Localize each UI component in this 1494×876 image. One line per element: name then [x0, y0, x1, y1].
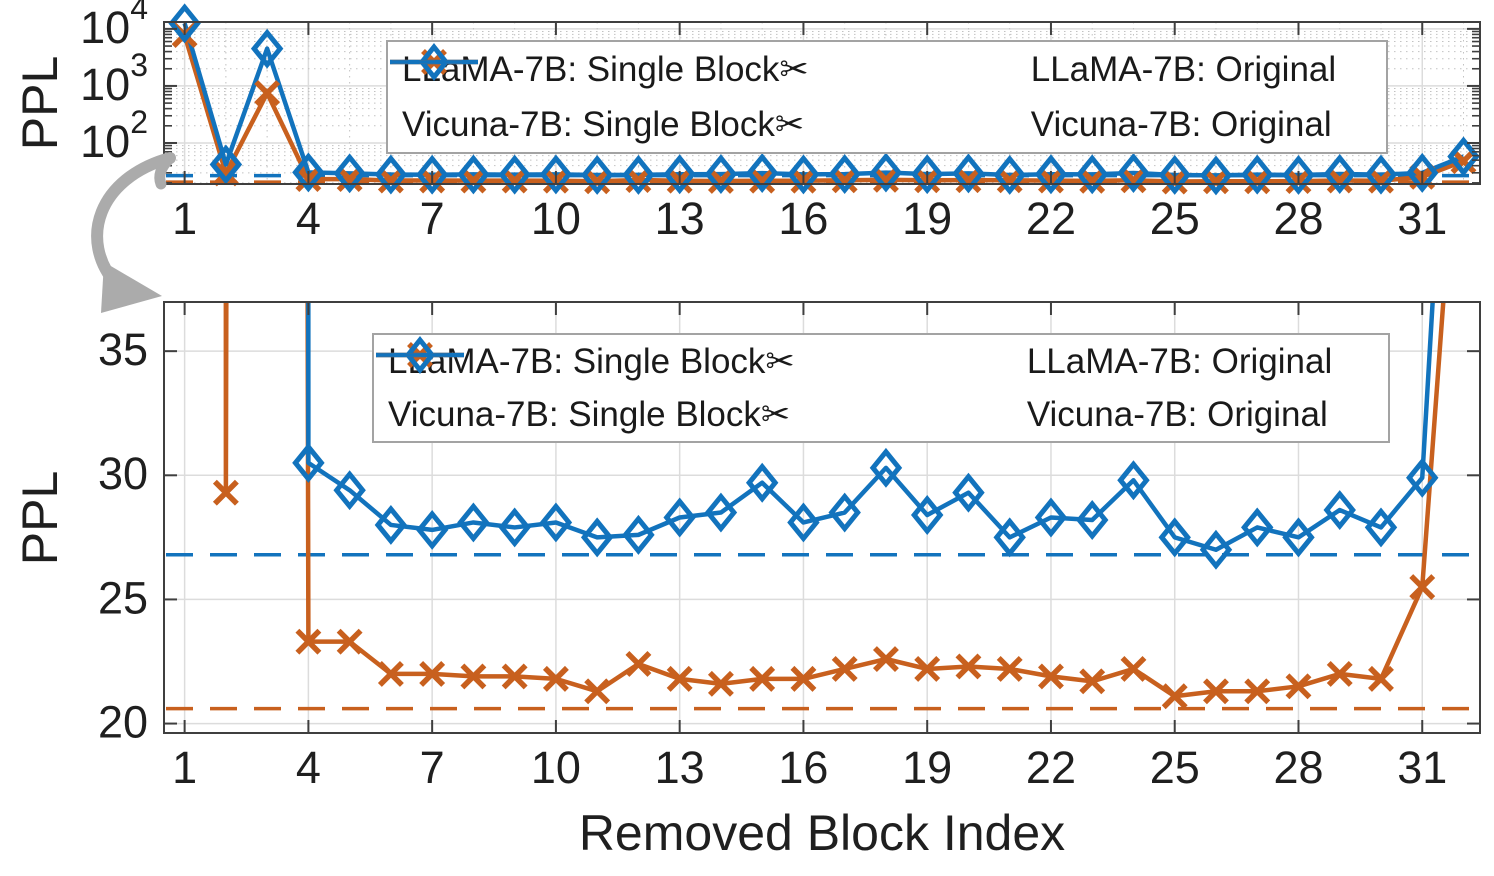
x-tick-label: 25 [1150, 193, 1200, 244]
legend-label: Vicuna-7B: Original [1030, 104, 1332, 144]
x-tick-label: 13 [655, 193, 705, 244]
legend-bottom: LLaMA-7B: Single Block✂ Vicuna-7B: Singl… [372, 333, 1390, 443]
legend-entry-llama-single: LLaMA-7B: Single Block✂ [374, 342, 1013, 382]
x-tick-label: 25 [1150, 742, 1200, 793]
legend-label: LLaMA-7B: Original [1030, 49, 1337, 89]
y-tick-label: 102 [80, 104, 148, 166]
xlabel: Removed Block Index [578, 805, 1066, 861]
legend-entry-vicuna-original: Vicuna-7B: Original [378, 353, 1388, 435]
x-tick-label: 10 [531, 193, 581, 244]
legend-label: LLaMA-7B: Original [1026, 341, 1333, 381]
x-tick-label: 22 [1026, 193, 1076, 244]
bottom-ylabel: PPL [12, 470, 68, 566]
x-tick-label: 22 [1026, 742, 1076, 793]
y-tick-label: 103 [80, 47, 148, 109]
legend-label: LLaMA-7B: Single Block✂ [388, 341, 795, 381]
axes-box [163, 21, 1481, 185]
x-tick-label: 19 [902, 193, 952, 244]
x-tick-label: 1 [172, 742, 197, 793]
legend-top: LLaMA-7B: Single Block✂ Vicuna-7B: Singl… [386, 40, 1388, 154]
legend-label: LLaMA-7B: Single Block✂ [402, 49, 809, 89]
legend-entry-vicuna-original: Vicuna-7B: Original [392, 60, 1386, 145]
x-tick-label: 19 [902, 742, 952, 793]
series-markers-LLaMA-7B: Single Block✂ [171, 22, 1477, 195]
x-tick-label: 28 [1273, 742, 1323, 793]
tick-labels: 1 4 7 10 13 16 19 22 25 28 31 20 25 30 35 [98, 324, 1447, 793]
legend-label: Vicuna-7B: Single Block✂ [402, 104, 805, 144]
series-markers-Vicuna-7B: Single Block✂ [168, 3, 1480, 196]
y-tick-label: 35 [98, 324, 148, 375]
x-tick-label: 16 [778, 193, 828, 244]
legend-entry-vicuna-single: Vicuna-7B: Single Block✂ [388, 42, 1017, 145]
legend-entry-llama-original: LLaMA-7B: Original [378, 341, 1388, 382]
series-markers-Vicuna-7B: Single Block✂ [292, 442, 1439, 570]
axes-box [163, 301, 1481, 734]
top-ylabel: PPL [12, 55, 68, 151]
y-tick-label: 20 [98, 696, 148, 747]
x-tick-label: 13 [655, 742, 705, 793]
zoom-arrow-icon [91, 152, 176, 313]
legend-entry-llama-single: LLaMA-7B: Single Block✂ [388, 49, 1017, 90]
x-tick-label: 16 [778, 742, 828, 793]
legend-entry-vicuna-single: Vicuna-7B: Single Block✂ [374, 335, 1013, 435]
series-markers-LLaMA-7B: Single Block✂ [212, 479, 1436, 710]
x-tick-label: 31 [1397, 742, 1447, 793]
x-tick-label: 28 [1273, 193, 1323, 244]
x-tick-label: 10 [531, 742, 581, 793]
legend-entry-llama-original: LLaMA-7B: Original [392, 49, 1386, 90]
x-tick-label: 1 [172, 193, 197, 244]
x-tick-label: 31 [1397, 193, 1447, 244]
y-tick-label: 25 [98, 572, 148, 623]
y-tick-label: 104 [80, 0, 148, 53]
y-tick-label: 30 [98, 448, 148, 499]
series-line-LLaMA-7B: Single Block✂ [223, 302, 1446, 699]
x-tick-label: 7 [420, 193, 445, 244]
legend-label: Vicuna-7B: Single Block✂ [388, 394, 791, 434]
x-tick-label: 7 [420, 742, 445, 793]
legend-label: Vicuna-7B: Original [1026, 394, 1328, 434]
x-tick-label: 4 [296, 742, 321, 793]
x-tick-label: 4 [296, 193, 321, 244]
